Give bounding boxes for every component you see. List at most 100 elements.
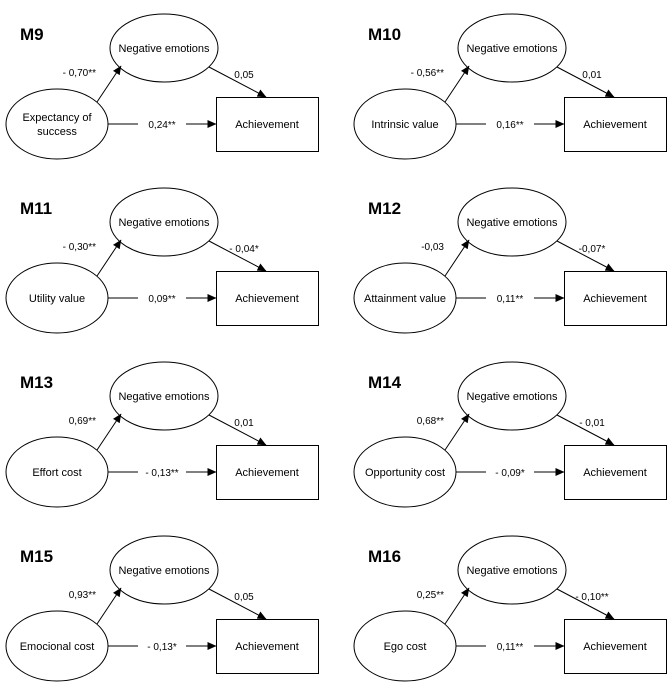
outcome-node (216, 97, 319, 152)
mediator-label: Negative emotions (466, 217, 558, 229)
mediator-label: Negative emotions (118, 391, 210, 403)
model-title: M14 (368, 373, 402, 392)
path-a-coefficient: 0,25** (417, 590, 444, 601)
mediator-node (457, 13, 567, 83)
path-c-coefficient: 0,09** (148, 294, 175, 305)
mediator-node (109, 187, 219, 257)
path-a-arrow (444, 65, 470, 103)
outcome-label: Achievement (235, 641, 299, 653)
path-b-arrow (208, 66, 267, 98)
predictor-label: Utility value (29, 293, 85, 305)
model-title: M13 (20, 373, 53, 392)
path-b-arrow (208, 240, 267, 272)
predictor-label: Attainment value (364, 293, 446, 305)
predictor-label: Ego cost (384, 641, 427, 653)
mediator-label: Negative emotions (118, 43, 210, 55)
path-b-coefficient: -0,07* (579, 244, 606, 255)
path-c-label-background (138, 118, 186, 131)
predictor-label-line2: success (37, 126, 77, 138)
mediator-node (109, 361, 219, 431)
model-title: M9 (20, 25, 44, 44)
path-a-coefficient: 0,68** (417, 416, 444, 427)
outcome-node (564, 619, 667, 674)
path-a-coefficient: -0,03 (421, 242, 444, 253)
path-c-coefficient: - 0,09* (495, 468, 525, 479)
model-title: M10 (368, 25, 401, 44)
path-b-arrow (556, 414, 615, 446)
model-title: M16 (368, 547, 401, 566)
outcome-label: Achievement (583, 293, 647, 305)
path-a-coefficient: 0,93** (69, 590, 96, 601)
path-c-label-background (486, 292, 534, 305)
path-b-coefficient: 0,05 (234, 592, 254, 603)
model-title: M15 (20, 547, 53, 566)
mediator-node (457, 535, 567, 605)
outcome-label: Achievement (583, 641, 647, 653)
path-a-arrow (96, 239, 122, 277)
path-a-coefficient: - 0,56** (411, 68, 444, 79)
mediator-node (109, 13, 219, 83)
path-a-arrow (96, 413, 122, 451)
predictor-label: Emocional cost (20, 641, 95, 653)
mediator-label: Negative emotions (466, 565, 558, 577)
path-c-label-background (486, 640, 534, 653)
outcome-node (564, 445, 667, 500)
path-b-coefficient: 0,01 (234, 418, 254, 429)
outcome-label: Achievement (235, 119, 299, 131)
predictor-label: Opportunity cost (365, 467, 445, 479)
path-b-arrow (556, 588, 615, 620)
predictor-node (5, 88, 109, 160)
path-b-arrow (208, 588, 267, 620)
path-c-label-background (486, 118, 534, 131)
path-b-coefficient: 0,01 (582, 70, 602, 81)
path-a-arrow (444, 587, 470, 625)
path-a-coefficient: 0,69** (69, 416, 96, 427)
predictor-label-line1: Expectancy of (22, 112, 92, 124)
path-a-arrow (96, 65, 122, 103)
path-b-arrow (208, 414, 267, 446)
path-a-arrow (444, 239, 470, 277)
path-b-coefficient: 0,05 (234, 70, 254, 81)
path-c-coefficient: 0,16** (496, 120, 523, 131)
model-title: M11 (20, 199, 52, 218)
path-a-arrow (96, 587, 122, 625)
path-c-label-background (486, 466, 534, 479)
mediator-label: Negative emotions (466, 391, 558, 403)
path-b-coefficient: - 0,10** (575, 592, 608, 603)
path-c-coefficient: 0,24** (148, 120, 175, 131)
path-c-label-background (138, 466, 186, 479)
outcome-node (564, 97, 667, 152)
mediator-node (457, 187, 567, 257)
outcome-node (216, 271, 319, 326)
path-b-coefficient: - 0,04* (229, 244, 259, 255)
outcome-label: Achievement (583, 119, 647, 131)
outcome-label: Achievement (583, 467, 647, 479)
outcome-label: Achievement (235, 293, 299, 305)
model-title: M12 (368, 199, 401, 218)
path-c-coefficient: 0,11** (497, 642, 524, 653)
predictor-label: Intrinsic value (371, 119, 438, 131)
path-c-label-background (138, 640, 186, 653)
predictor-label: Effort cost (32, 467, 81, 479)
mediator-label: Negative emotions (118, 565, 210, 577)
mediator-node (457, 361, 567, 431)
path-b-arrow (556, 66, 615, 98)
mediator-label: Negative emotions (466, 43, 558, 55)
path-b-arrow (556, 240, 615, 272)
outcome-label: Achievement (235, 467, 299, 479)
outcome-node (216, 619, 319, 674)
path-c-coefficient: 0,11** (497, 294, 524, 305)
path-a-coefficient: - 0,30** (63, 242, 96, 253)
path-a-arrow (444, 413, 470, 451)
path-a-coefficient: - 0,70** (63, 68, 96, 79)
outcome-node (216, 445, 319, 500)
mediator-label: Negative emotions (118, 217, 210, 229)
